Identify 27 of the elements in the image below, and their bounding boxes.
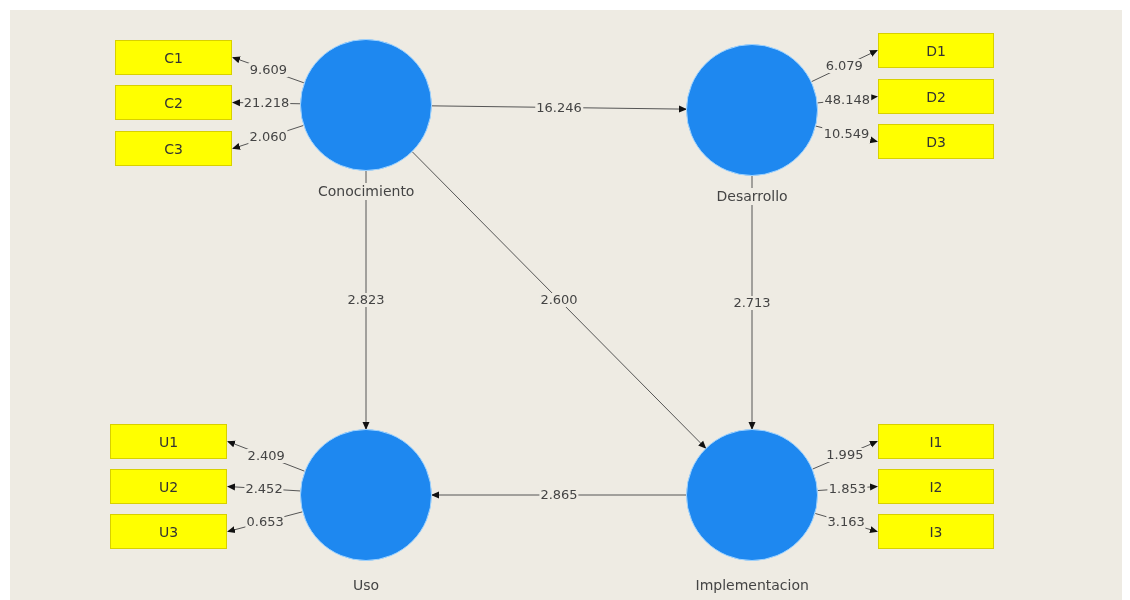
indicator-box: I3 — [878, 514, 994, 549]
edge-label: 1.995 — [825, 448, 865, 463]
arrow — [748, 175, 756, 430]
indicator-box: D3 — [878, 124, 994, 159]
edge-label: 6.079 — [824, 59, 864, 74]
edge-label: 2.600 — [539, 293, 579, 307]
construct-label: Conocimiento — [317, 183, 416, 200]
construct-label: Desarrollo — [715, 188, 789, 205]
indicator-box: U3 — [110, 514, 227, 549]
arrow — [411, 151, 707, 449]
edge-label: 3.163 — [826, 515, 866, 530]
indicator-box: U1 — [110, 424, 227, 459]
indicator-box: C3 — [115, 131, 232, 166]
construct-label: Implementacion — [694, 577, 810, 594]
indicator-box: D1 — [878, 33, 994, 68]
indicator-box: U2 — [110, 469, 227, 504]
indicator-box: I2 — [878, 469, 994, 504]
edge-label: 2.060 — [248, 130, 288, 144]
edge-label: 2.409 — [246, 449, 286, 464]
edge-label: 9.609 — [248, 63, 289, 78]
arrow — [362, 170, 370, 430]
edge-label: 2.823 — [346, 293, 386, 307]
edge-label: 2.865 — [539, 488, 579, 502]
indicator-box: I1 — [878, 424, 994, 459]
indicator-box: D2 — [878, 79, 994, 114]
indicator-box: C2 — [115, 85, 232, 120]
indicator-box: C1 — [115, 40, 232, 75]
